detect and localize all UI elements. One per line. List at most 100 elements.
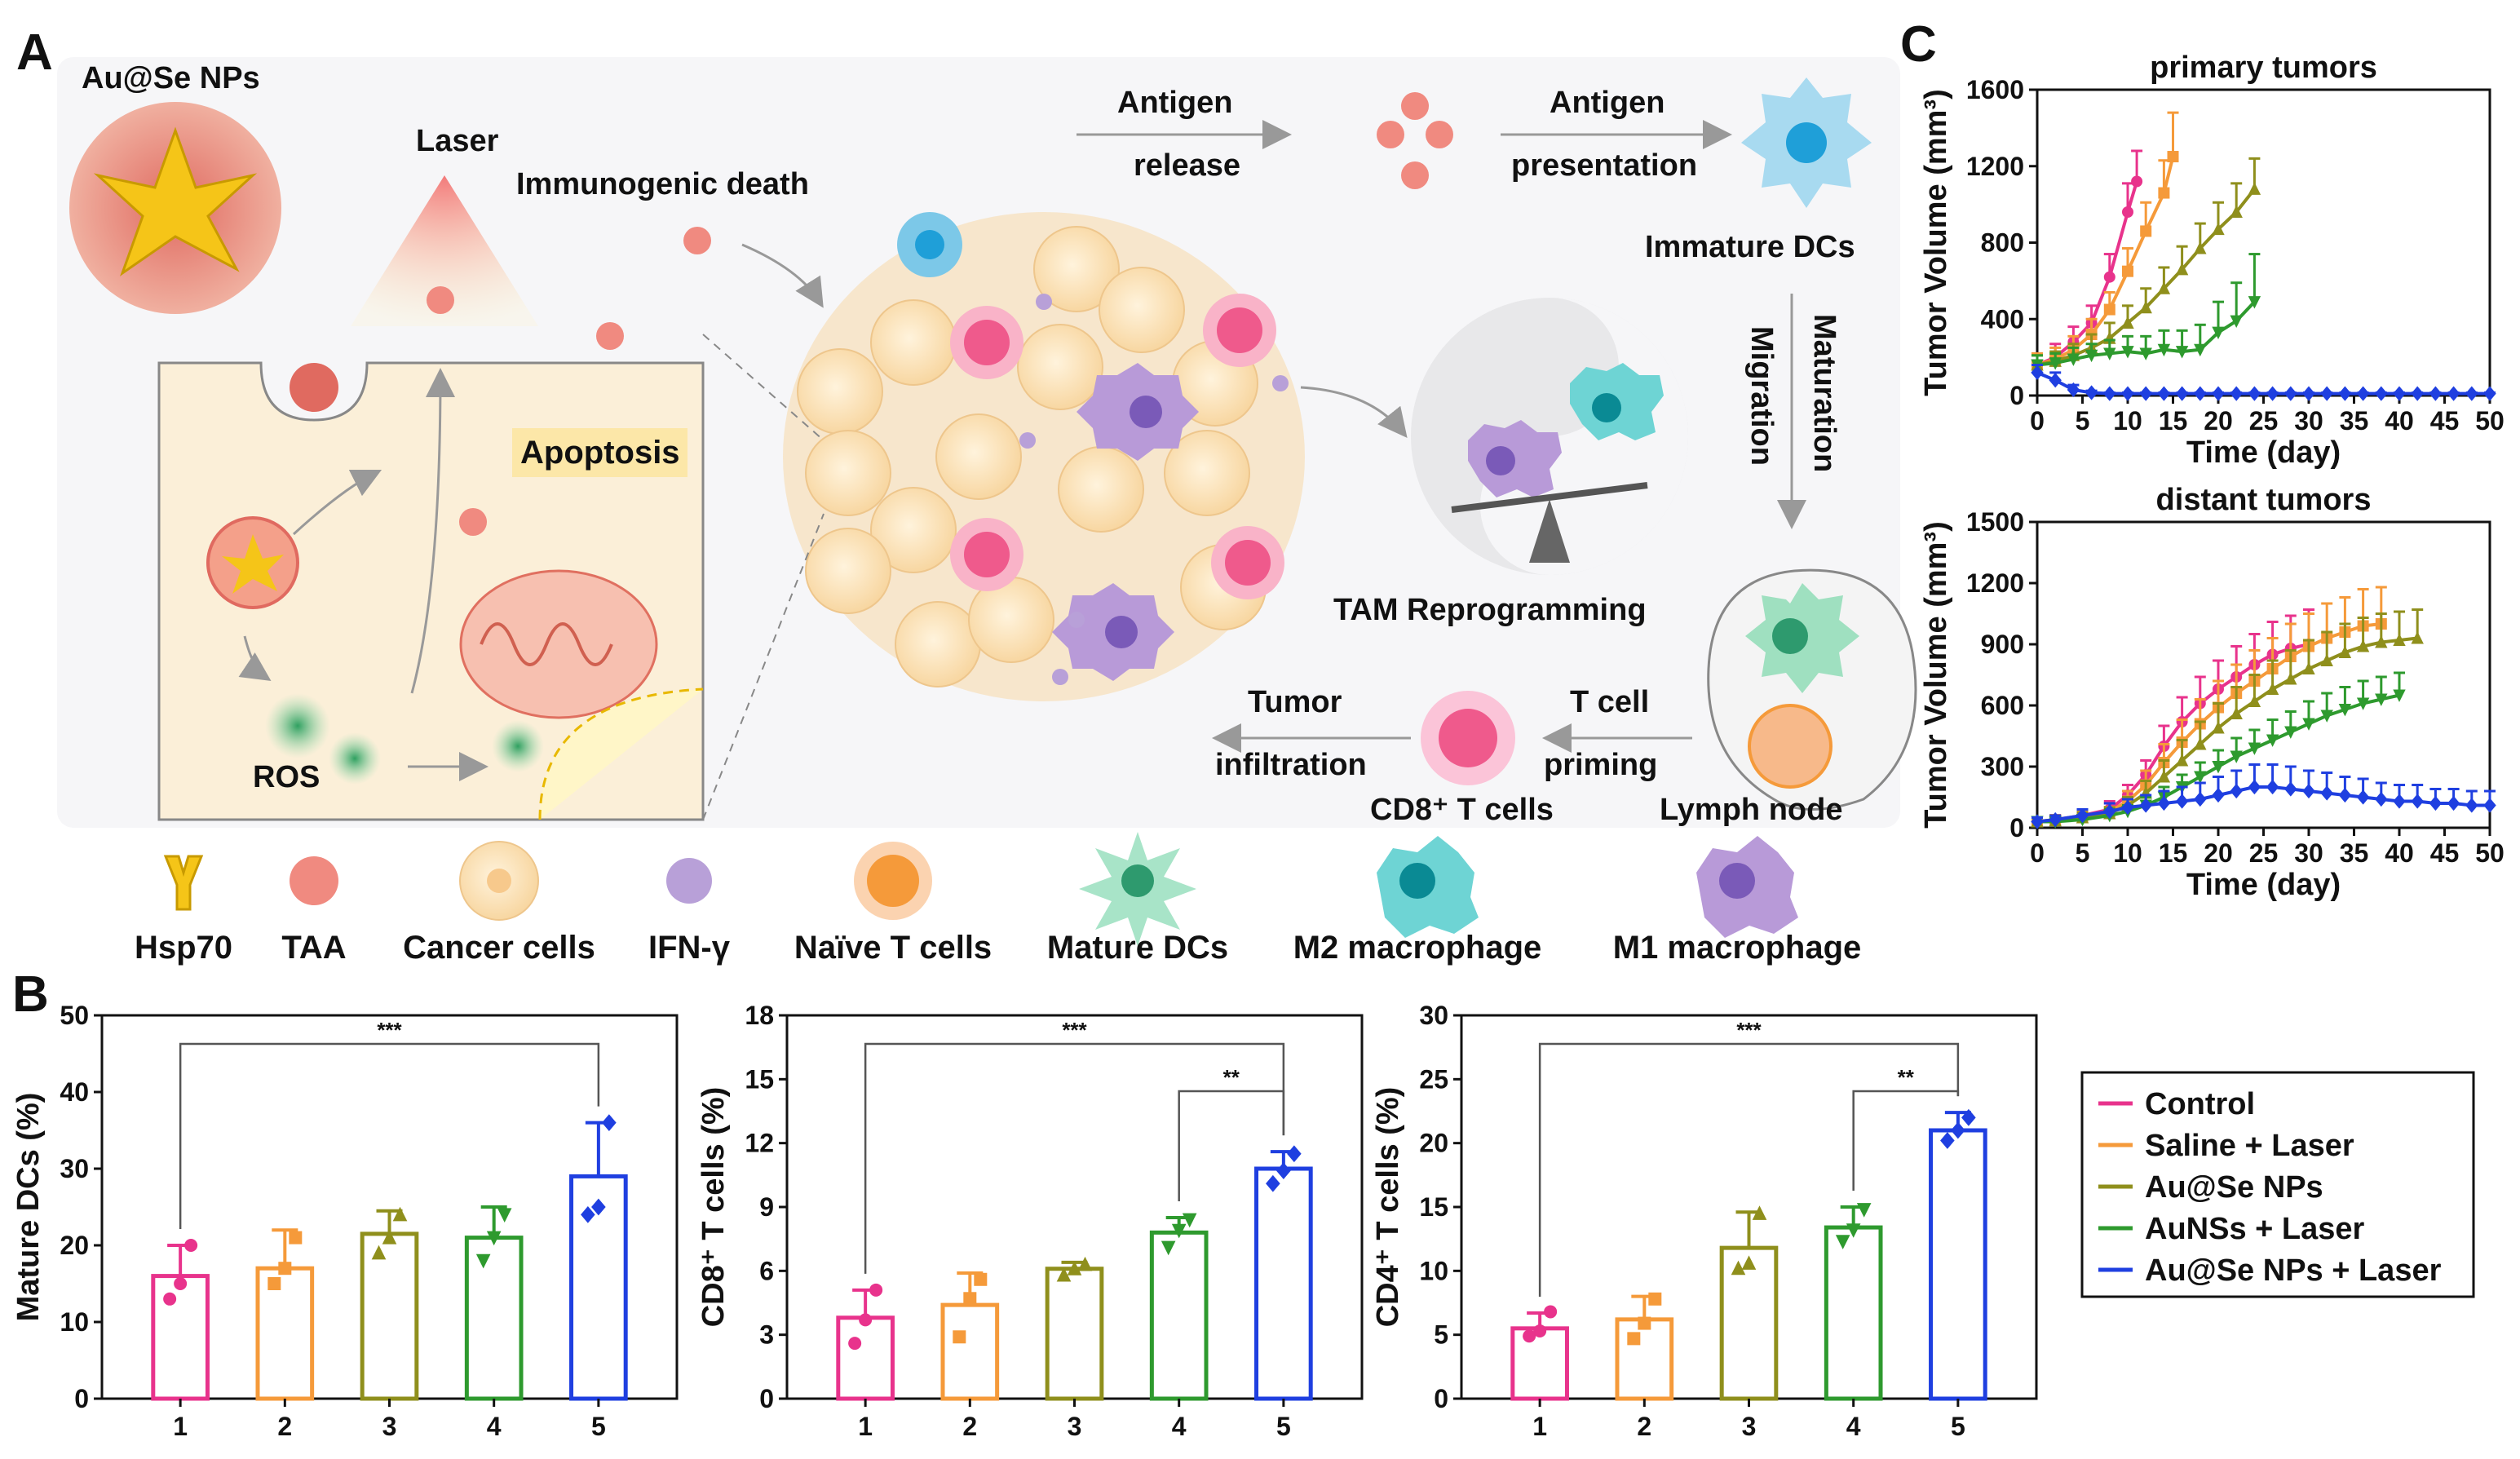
macrophage-nucleus	[1399, 863, 1435, 899]
bracket-line	[1538, 1042, 1960, 1298]
data-point	[2103, 271, 2115, 283]
bar	[1929, 1128, 1987, 1401]
zoom-line-bottom	[702, 513, 825, 820]
au-star-core	[93, 126, 258, 276]
data-point	[2320, 785, 2333, 801]
data-point	[2375, 791, 2388, 807]
seesaw-pivot	[1529, 499, 1570, 563]
bar-group-1	[151, 1239, 210, 1401]
data-point	[2212, 222, 2225, 236]
arrow-endosome-ros	[238, 635, 272, 681]
ros-label: ROS	[253, 760, 320, 794]
data-point	[2338, 645, 2352, 658]
x-tick-label: 1	[173, 1412, 188, 1441]
replicate-point	[1266, 1174, 1280, 1192]
tumor-infiltration-label-1: Tumor	[1248, 685, 1342, 719]
y-axis-label: Mature DCs (%)	[11, 1093, 46, 1322]
x-tick-label: 10	[2113, 838, 2142, 868]
data-point	[2194, 737, 2207, 750]
data-point	[2194, 791, 2207, 807]
data-point	[2103, 803, 2116, 820]
maturation-label: Maturation	[1807, 314, 1841, 472]
data-point	[2175, 346, 2189, 359]
data-point	[2338, 787, 2352, 803]
data-point	[2356, 697, 2370, 710]
bar	[1719, 1245, 1779, 1401]
replicate-point	[869, 1283, 883, 1297]
bar	[360, 1231, 419, 1401]
legend-icon-label: Naïve T cells	[794, 930, 992, 966]
bracket-line	[864, 1042, 1285, 1274]
replicate-point	[278, 1262, 292, 1276]
legend-label: Au@Se NPs	[2145, 1170, 2323, 1205]
bar-group-4	[464, 1205, 524, 1401]
antigen-3	[1401, 92, 1429, 120]
data-point	[2076, 807, 2089, 824]
significance-label: **	[1898, 1065, 1915, 1090]
antigen-4	[1401, 161, 1429, 189]
legend-icon-label: M1 macrophage	[1613, 930, 1862, 966]
seesaw-beam	[1451, 482, 1648, 513]
taa-icon	[290, 856, 338, 905]
cd8-t-cells-label: CD8⁺ T cells	[1370, 793, 1554, 827]
data-point	[2230, 386, 2243, 401]
significance-label: ***	[1736, 1018, 1762, 1042]
antigen-release-label-1: Antigen	[1117, 86, 1232, 120]
y-tick-label: 300	[1981, 752, 2024, 781]
data-point	[2356, 639, 2370, 652]
replicate-point	[1731, 1260, 1746, 1276]
data-point	[2212, 386, 2225, 401]
data-point	[2356, 789, 2370, 805]
data-point	[2212, 787, 2225, 803]
bar-group-1	[1510, 1305, 1569, 1401]
bar	[1824, 1225, 1883, 1401]
replicate-point	[974, 1272, 988, 1286]
data-point	[2230, 315, 2243, 328]
data-point	[2483, 386, 2496, 401]
migration-label: Migration	[1744, 326, 1779, 466]
bracket-line	[179, 1042, 600, 1229]
y-tick-label: 25	[1419, 1064, 1448, 1094]
x-tick-label: 35	[2340, 838, 2369, 868]
x-axis-label: Time (day)	[2186, 868, 2341, 902]
data-point	[2356, 386, 2370, 401]
y-tick-label: 0	[2009, 813, 2024, 842]
t-cell-priming-label-2: priming	[1544, 748, 1657, 782]
data-point	[2284, 672, 2297, 685]
mature-dc-nucleus	[1772, 618, 1808, 654]
data-point	[2212, 761, 2225, 774]
data-point	[2103, 347, 2116, 360]
data-point	[2031, 814, 2044, 829]
y-tick-label: 40	[60, 1077, 89, 1107]
data-point	[2121, 799, 2134, 816]
replicate-point	[1533, 1324, 1547, 1337]
legend-frame	[2080, 1071, 2475, 1298]
series-5	[2031, 763, 2496, 829]
x-tick-label: 2	[1637, 1412, 1651, 1441]
replicate-point	[1287, 1145, 1302, 1163]
immature-dcs-label: Immature DCs	[1645, 230, 1855, 264]
bar-group-5	[569, 1114, 628, 1401]
bar-group-1	[836, 1283, 895, 1401]
replicate-point	[163, 1292, 177, 1306]
legend-icon-label: IFN-γ	[648, 930, 731, 966]
replicate-point	[392, 1206, 408, 1222]
significance-bracket: ***	[864, 1018, 1285, 1274]
data-point	[2167, 151, 2179, 163]
data-point	[2411, 386, 2424, 401]
cd8-t-cell-nucleus	[1439, 709, 1497, 767]
y-axis-label: Tumor Volume (mm³)	[1919, 89, 1953, 396]
ros-cloud-3	[492, 720, 544, 772]
x-tick-label: 50	[2475, 838, 2505, 868]
y-axis-label: CD8⁺ T cells (%)	[696, 1087, 731, 1328]
bar	[1254, 1166, 1313, 1401]
replicate-point	[1835, 1235, 1850, 1249]
mitochondrion	[459, 569, 658, 719]
replicate-point	[1741, 1255, 1757, 1270]
